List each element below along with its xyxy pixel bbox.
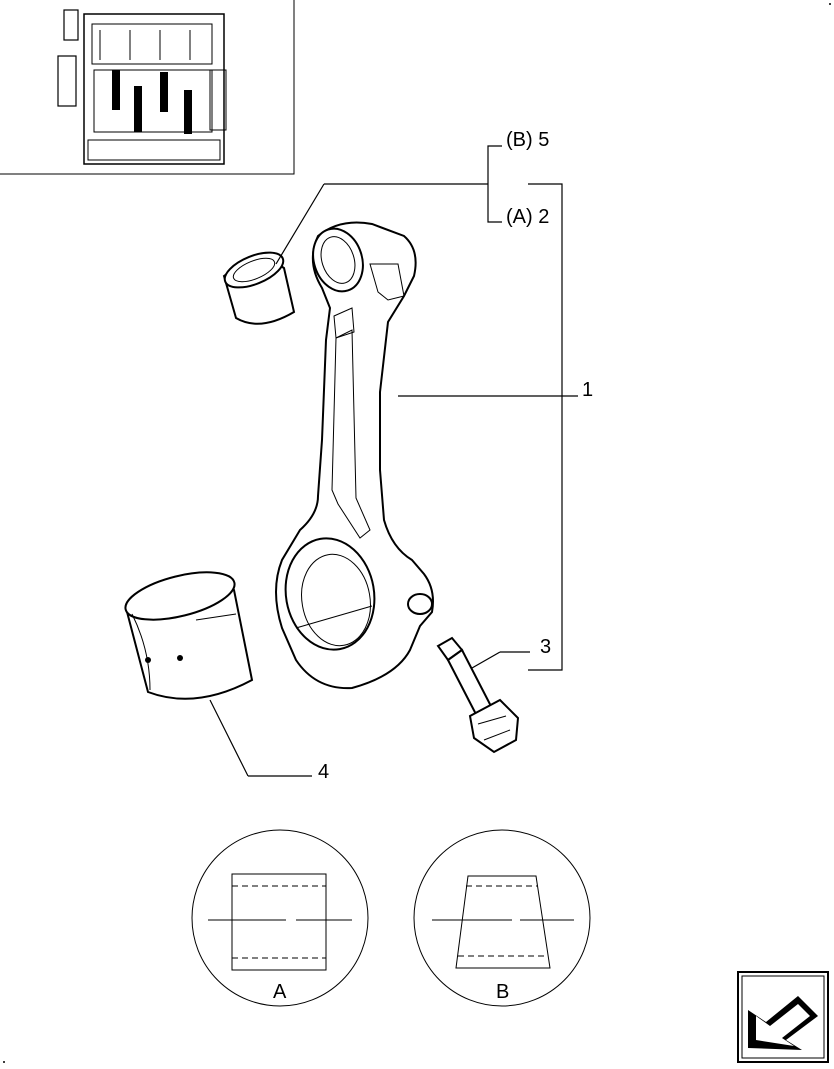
callout-1: 1 — [582, 379, 593, 401]
leader-lines — [209, 145, 578, 777]
engine-cutaway-icon — [57, 9, 227, 165]
detail-b-label: B — [496, 981, 509, 1003]
small-end-bushing — [222, 251, 296, 325]
callout-3: 3 — [540, 636, 551, 658]
detail-a-label: A — [273, 981, 287, 1003]
detail-b: B — [413, 829, 591, 1007]
connecting-rod — [275, 221, 434, 690]
detail-a: A — [191, 829, 369, 1007]
callout-4: 4 — [318, 761, 329, 783]
back-arrow-icon — [748, 996, 818, 1050]
engine-thumbnail — [0, 0, 295, 175]
callout-a2: (A) 2 — [506, 206, 549, 228]
conrod-bolt — [436, 636, 520, 754]
callout-b5: (B) 5 — [506, 129, 549, 151]
back-arrow-button[interactable] — [737, 971, 829, 1063]
big-end-bearing — [124, 571, 254, 700]
